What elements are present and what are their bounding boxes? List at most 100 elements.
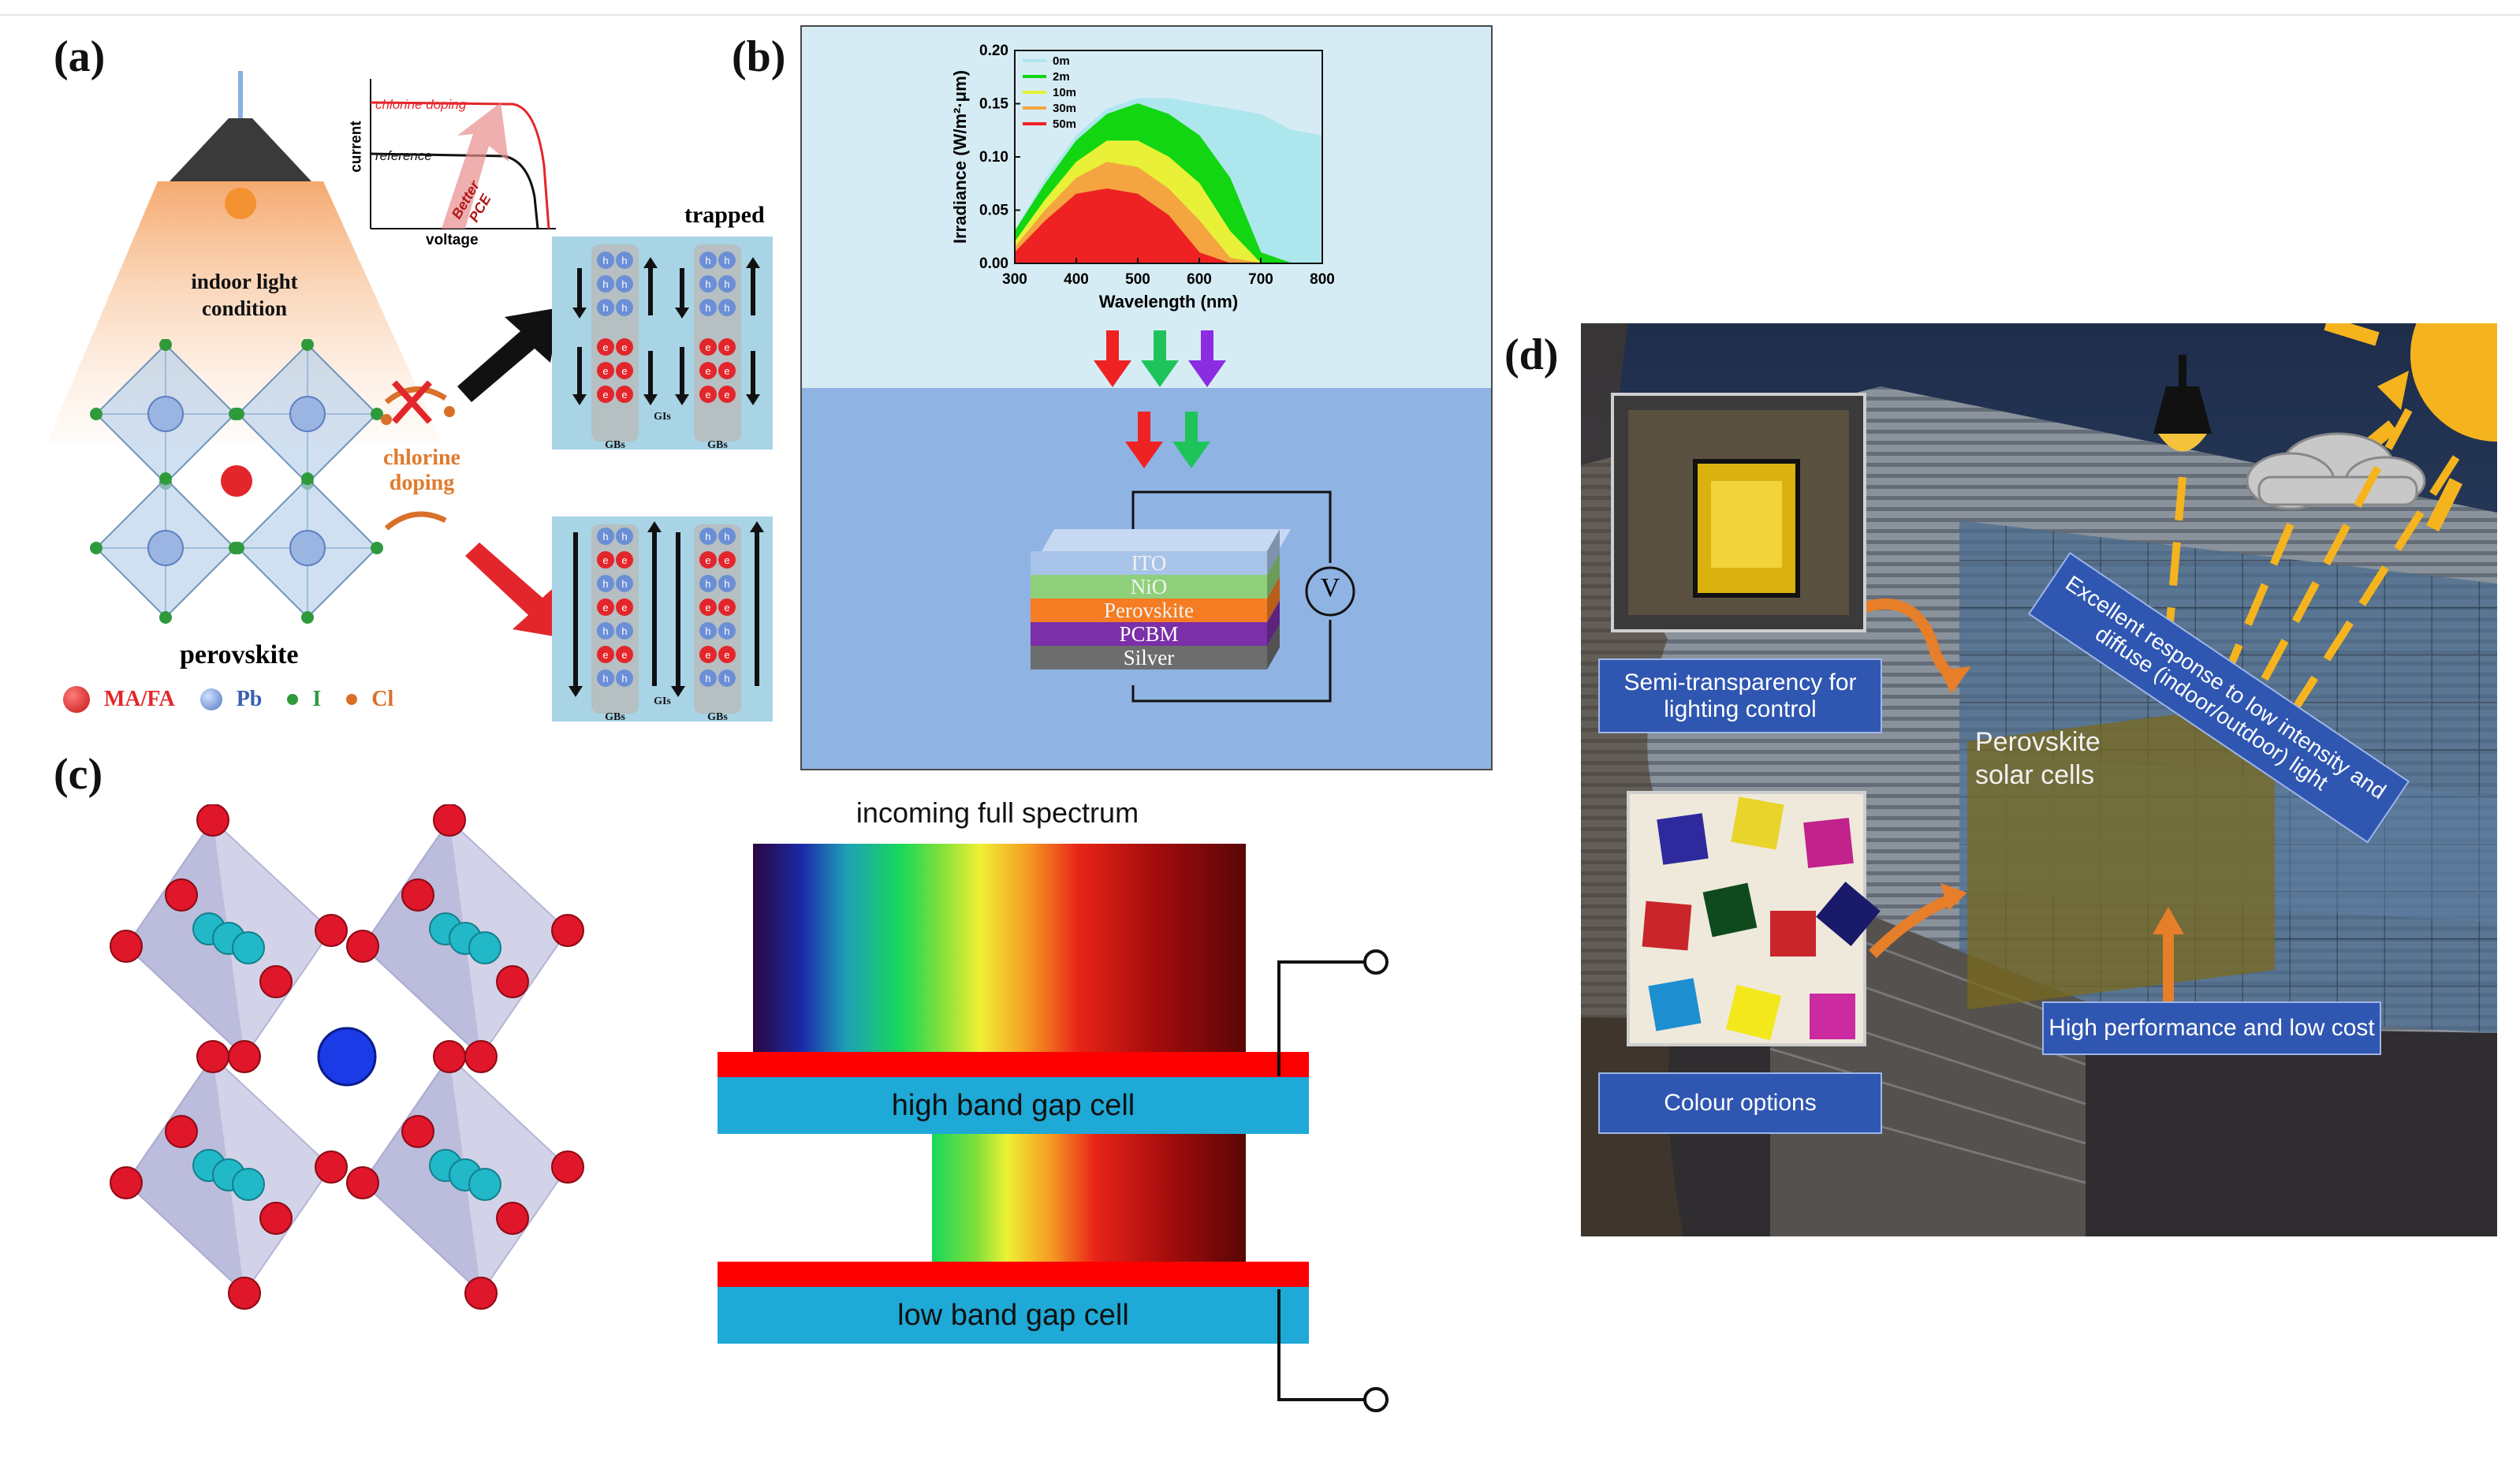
carrier-symbol: h [602, 673, 608, 684]
arrow-red-2 [1125, 412, 1163, 468]
terminal-bottom [1363, 1387, 1389, 1412]
carrier-symbol: e [602, 602, 608, 613]
panel-label-a: (a) [54, 32, 106, 81]
carrier [699, 275, 717, 293]
x-site-atom [401, 1115, 434, 1148]
perovskite-octahedra [110, 804, 584, 1310]
carrier [718, 338, 736, 356]
colour-swatch [1731, 796, 1784, 850]
carrier [718, 528, 736, 545]
carrier-symbol: e [602, 365, 608, 377]
black-arrow [457, 308, 560, 402]
carrier-symbol: e [705, 365, 710, 377]
carrier [616, 575, 633, 592]
carrier [597, 669, 614, 687]
legend-label-mafa: MA/FA [104, 687, 175, 711]
pb-atom [147, 530, 184, 566]
carrier-symbol: e [621, 389, 627, 401]
octahedron-face [363, 1057, 481, 1293]
carrier [699, 299, 717, 316]
carrier-symbol: e [602, 389, 608, 401]
carrier [699, 252, 717, 269]
carrier-symbol: h [621, 302, 627, 314]
jv-ylabel: current [348, 121, 365, 173]
carrier [718, 598, 736, 616]
carrier-symbol: h [602, 278, 608, 290]
grain-label: GIs [654, 411, 671, 423]
ceiling-lamp-icon [2153, 355, 2212, 452]
carrier [597, 252, 614, 269]
grain-label: GIs [654, 695, 671, 707]
legend-label-pb: Pb [236, 687, 263, 711]
legend-swatch-mafa [63, 686, 90, 713]
iodide-atom [232, 542, 244, 554]
callout-colour-options: Colour options [1598, 1072, 1882, 1134]
iodide-atom [90, 542, 103, 554]
transport-arrowhead [746, 257, 760, 268]
carrier [699, 575, 717, 592]
carrier-symbol: h [705, 278, 710, 290]
carrier-symbol: h [621, 278, 627, 290]
panel-label-c: (c) [54, 750, 103, 799]
light-arrows-bottom [1125, 412, 1210, 468]
filtered-spectrum [932, 1134, 1246, 1262]
stack-layer-nio: NiO [1031, 575, 1267, 598]
arrow-purple-1 [1188, 330, 1226, 387]
x-site-atom [110, 930, 143, 963]
x-site-atom [165, 1115, 198, 1148]
iodide-atom [232, 408, 244, 420]
x-tick-label: 400 [1064, 271, 1089, 288]
light-arrows-top [1094, 330, 1226, 387]
arrow-green-2 [1172, 412, 1210, 468]
b-site-atom [468, 931, 501, 964]
panel-d: Perovskite solar cells Semi-transparency… [1581, 323, 2497, 1236]
x-tick-label: 300 [1002, 271, 1027, 288]
voltmeter-label: V [1320, 573, 1340, 602]
arrow-green-1 [1141, 330, 1179, 387]
carrier [718, 622, 736, 640]
grain-label: GBs [605, 439, 625, 449]
x-site-atom [464, 1277, 498, 1310]
colour-swatch [1803, 818, 1854, 868]
iodide-atom [301, 472, 314, 485]
x-site-atom [551, 1150, 584, 1184]
x-site-atom [196, 1040, 229, 1073]
iodide-atom [301, 611, 314, 624]
x-site-atom [228, 1277, 261, 1310]
carrier-symbol: h [621, 531, 627, 543]
carrier [597, 575, 614, 592]
stack-layer-perovskite: Perovskite [1031, 598, 1267, 622]
carrier [718, 275, 736, 293]
x-site-atom [433, 1040, 466, 1073]
panel-a-legend: MA/FA Pb I Cl [63, 686, 393, 713]
spectrum-title: incoming full spectrum [856, 796, 1139, 829]
grain-label: GBs [605, 711, 625, 722]
carrier-symbol: h [724, 255, 729, 267]
legend-label-i: I [312, 687, 322, 711]
arrow-red-1 [1094, 330, 1131, 387]
carrier-symbol: e [621, 341, 627, 353]
carrier [718, 252, 736, 269]
x-site-atom [496, 1202, 529, 1235]
pb-atom [289, 530, 326, 566]
perovskite-module [1967, 702, 2275, 1009]
jv-curve-top-label: chlorine doping [375, 97, 467, 112]
full-spectrum [753, 844, 1246, 1052]
y-tick-label: 0.05 [979, 203, 1008, 219]
carrier-symbol: e [705, 389, 710, 401]
x-site-atom [401, 878, 434, 912]
carrier-symbol: e [705, 554, 710, 566]
octahedron-face [126, 820, 244, 1057]
carrier-symbol: e [602, 554, 608, 566]
carrier-symbol: e [602, 341, 608, 353]
legend-swatch-i [287, 694, 299, 705]
x-site-atom [464, 1040, 498, 1073]
high-band-gap-cell: high band gap cell [718, 1077, 1309, 1134]
carrier-symbol: h [602, 255, 608, 267]
colour-swatch [1702, 882, 1758, 938]
pce-arrow [442, 103, 509, 229]
carrier-symbol: e [724, 649, 729, 661]
